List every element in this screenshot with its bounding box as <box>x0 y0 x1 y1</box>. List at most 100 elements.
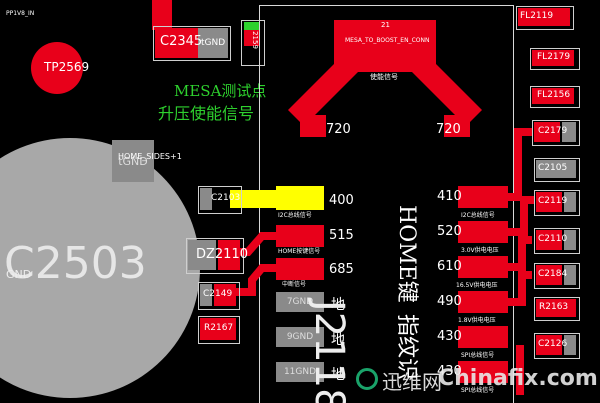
c2149-pad[interactable] <box>200 284 212 306</box>
pin-400-value: 400 <box>329 193 354 208</box>
pin-430a-net: SPI总线信号 <box>461 352 495 359</box>
pin-430a-pad[interactable] <box>458 326 508 348</box>
pin-11-net: 11GND <box>283 367 317 377</box>
tp-small-label: PP1V8_IN <box>6 10 35 17</box>
pin-right-720: 720 <box>436 122 461 137</box>
fl2119-pad[interactable] <box>518 8 570 26</box>
c2119-pad[interactable] <box>536 192 562 212</box>
pin-21-net: MESA_TO_BOOST_EN_CONN <box>345 37 430 44</box>
pin-515-net: HOME按键信号 <box>278 248 321 255</box>
pin-515-value: 515 <box>329 228 354 243</box>
home-key-label: HOME键 <box>394 205 419 303</box>
pin-400-net: I2C总线信号 <box>278 212 312 219</box>
c2103-pad[interactable] <box>200 188 212 210</box>
fl2179-label: FL2179 <box>537 52 571 62</box>
c2503-gnd-label: GND <box>6 268 32 281</box>
pin-520-pad[interactable] <box>458 221 508 243</box>
r2167-outline <box>198 316 240 344</box>
c2149-pad-b[interactable] <box>214 284 236 306</box>
c2345-pad-b[interactable] <box>198 28 228 58</box>
home-sides-label: HOME_SIDES+1 <box>118 152 182 161</box>
r2167-pad[interactable] <box>200 318 236 340</box>
c2103-label: C2103 <box>211 193 241 203</box>
fl2179-outline <box>530 48 580 70</box>
c2126-outline <box>534 333 580 359</box>
c2105-pad[interactable] <box>536 160 576 178</box>
fl2119-outline <box>516 6 574 30</box>
r2163-outline <box>534 297 580 321</box>
c2119-pad-b[interactable] <box>564 192 576 212</box>
capacitor-c2503-pad[interactable] <box>0 138 200 398</box>
c2105-outline <box>534 158 580 182</box>
test-point-label: TP2569 <box>44 60 90 74</box>
c2345-gnd-label: tGND <box>201 38 226 48</box>
c2159-green-mark <box>244 22 260 30</box>
fl2156-pad[interactable] <box>532 88 574 104</box>
r2163-pad[interactable] <box>536 299 576 317</box>
c2503-label: C2503 <box>4 238 147 289</box>
pin-410-value: 410 <box>437 189 462 204</box>
test-point-tp2569[interactable] <box>31 42 83 94</box>
c2126-pad[interactable] <box>536 335 562 355</box>
c2110-pad-b[interactable] <box>564 230 576 250</box>
pin-410-pad[interactable] <box>458 186 508 208</box>
pin-410-net: I2C总线信号 <box>461 212 495 219</box>
c2126-label: C2126 <box>538 339 568 349</box>
pin-9-value: 地 <box>331 332 345 348</box>
c2110-pad[interactable] <box>536 230 562 250</box>
r2167-label: R2167 <box>204 323 234 333</box>
pin-520-net: 3.0V供电电压 <box>461 247 499 254</box>
annotation-line2: 升压使能信号 <box>158 104 255 123</box>
pin-7-value: 地 <box>331 297 345 313</box>
c2119-label: C2119 <box>538 196 568 206</box>
c2184-pad[interactable] <box>536 265 562 285</box>
c2345-pad-a[interactable] <box>155 28 201 58</box>
dz2110-label: DZ2110 <box>196 247 248 262</box>
c2110-outline <box>534 228 580 254</box>
pin-21-pad[interactable] <box>334 20 436 54</box>
pin-490-pad[interactable] <box>458 291 508 313</box>
pin-515-pad[interactable] <box>276 225 324 247</box>
pin-11-gnd[interactable]: 11GND <box>276 362 324 382</box>
pin-7-gnd[interactable]: 7GND <box>276 292 324 312</box>
c2103-outline <box>198 186 242 214</box>
pin-9-gnd[interactable]: 9GND <box>276 327 324 347</box>
c2159-outline <box>241 20 265 66</box>
annotation-line1: MESA测试点 <box>174 82 267 100</box>
fl2179-pad[interactable] <box>532 50 574 66</box>
pin-430b-pad[interactable] <box>458 361 508 383</box>
dz2110-pad[interactable] <box>188 240 216 270</box>
r2163-label: R2163 <box>539 302 569 312</box>
c2126-pad-b[interactable] <box>564 335 576 355</box>
dz2110-pad-b[interactable] <box>218 240 240 270</box>
fl2119-label: FL2119 <box>520 11 554 21</box>
pin-610-pad[interactable] <box>458 256 508 278</box>
pin-430b-net: SPI总线信号 <box>461 387 495 394</box>
c2110-label: C2110 <box>538 234 568 244</box>
c2105-label: C2105 <box>538 163 568 173</box>
c2184-label: C2184 <box>538 269 568 279</box>
watermark-logo-icon <box>356 368 378 390</box>
pin-685-pad[interactable] <box>276 258 324 280</box>
pin-685-net: 中断信号 <box>282 281 307 288</box>
trace-top <box>152 0 172 30</box>
c2149-outline <box>198 282 240 310</box>
pin-490-net: 1.8V供电电压 <box>458 317 496 324</box>
pin-9-net: 9GND <box>286 332 314 342</box>
pin-400-pad[interactable] <box>276 186 324 210</box>
pin-11-value: 地 <box>331 367 345 383</box>
c2159-pad[interactable] <box>244 30 260 46</box>
c2345-label: C2345 <box>160 34 203 49</box>
home-sides-pad[interactable]: tGND <box>112 140 154 182</box>
pin-685-value: 685 <box>329 262 354 277</box>
c2179-pad[interactable] <box>534 122 560 142</box>
c2184-pad-b[interactable] <box>564 265 576 285</box>
c2119-outline <box>534 190 580 216</box>
fl2156-label: FL2156 <box>537 90 571 100</box>
pin-430a-value: 430 <box>437 329 462 344</box>
c2179-pad-b[interactable] <box>562 122 576 142</box>
